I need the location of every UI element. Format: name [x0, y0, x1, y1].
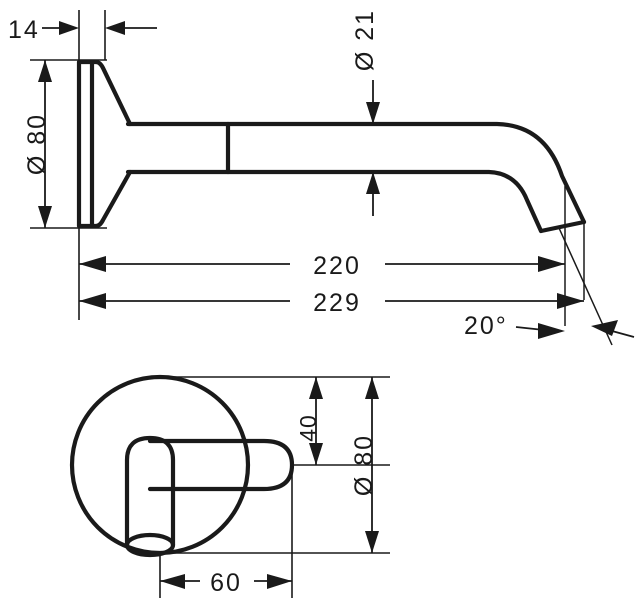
dim-d80-side-label: Ø 80 — [23, 113, 51, 175]
dimension-14: 14 — [8, 16, 157, 44]
dim-220-label: 220 — [313, 252, 361, 280]
dim-d80-side-arrow-bottom — [38, 206, 52, 228]
dimension-d80-side: Ø 80 — [23, 60, 52, 228]
handle-stem-vertical — [124, 435, 176, 548]
dim-220-arrow-right — [538, 256, 565, 272]
dim-40-label: 40 — [295, 414, 321, 442]
dim-d21-arrow-bottom — [366, 172, 380, 194]
bottom-view: 40 Ø 80 60 — [69, 374, 390, 598]
spout-outlet-face — [538, 219, 587, 234]
dim-40-arrow-top — [309, 377, 323, 399]
dim-d80-bottom-arrow-bottom — [365, 531, 379, 553]
handle-stem-end-cap — [124, 532, 176, 558]
dimension-40: 40 — [295, 377, 323, 465]
bottom-view-extension-lines — [159, 376, 390, 598]
dim-angle-20-arrow-right — [591, 320, 618, 336]
dim-14-label: 14 — [8, 16, 40, 44]
side-view-extension-lines — [30, 10, 107, 320]
escutcheon-taper-bottom — [89, 169, 133, 229]
dim-d80-bottom-arrow-top — [365, 377, 379, 399]
dim-d80-side-arrow-top — [38, 60, 52, 82]
dim-60-arrow-right — [267, 574, 292, 589]
dimension-d21: Ø 21 — [351, 9, 380, 216]
dim-229-label: 229 — [313, 289, 361, 317]
wall-plate-rect — [76, 59, 95, 229]
dim-d21-label: Ø 21 — [351, 9, 379, 71]
dim-d21-arrow-top — [366, 102, 380, 124]
dimension-angle-20: 20° — [464, 312, 635, 340]
dim-angle-20-label: 20° — [464, 312, 508, 340]
dim-d80-bottom-label: Ø 80 — [350, 434, 378, 496]
escutcheon-taper-top — [89, 59, 133, 127]
side-elevation-view: 14 Ø 80 Ø 21 220 — [8, 9, 635, 346]
spout-outer-contour — [125, 121, 587, 225]
dimension-229: 229 — [79, 289, 584, 317]
dim-60-arrow-left — [160, 574, 185, 589]
dim-229-arrow-right — [557, 293, 584, 309]
escutcheon-circle — [69, 374, 251, 556]
dimension-60: 60 — [160, 569, 292, 597]
dim-angle-20-arrow-left — [538, 323, 565, 339]
spout-inner-contour — [125, 169, 544, 234]
dimension-d80-bottom: Ø 80 — [350, 377, 379, 553]
dim-40-arrow-bottom — [309, 443, 323, 465]
dim-14-arrow-right — [105, 21, 125, 35]
dim-60-label: 60 — [210, 569, 242, 597]
escutcheon-profile — [76, 59, 133, 229]
spout-body — [125, 121, 587, 234]
dimension-220: 220 — [79, 252, 565, 280]
dim-229-arrow-left — [79, 293, 106, 309]
dim-angle-20-leader-right — [611, 330, 635, 338]
dim-220-arrow-left — [79, 256, 106, 272]
angle-construction — [558, 186, 613, 346]
dim-14-arrow-left — [59, 21, 79, 35]
